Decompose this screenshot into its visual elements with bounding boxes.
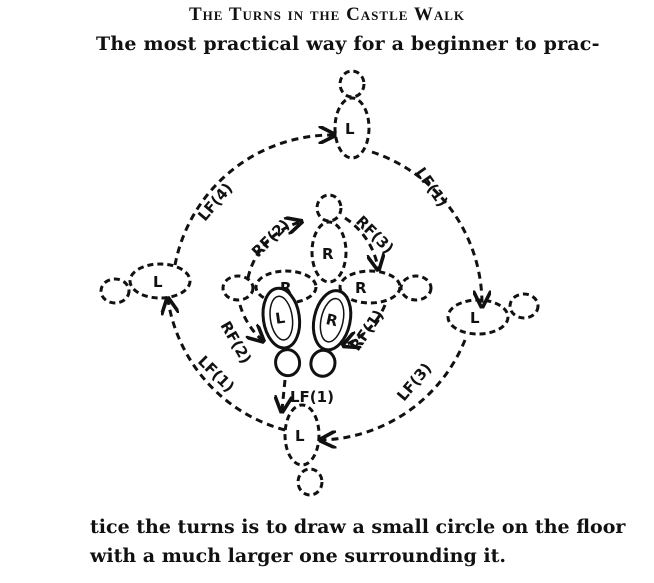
outer-arc-top-left [173, 135, 333, 266]
label-outer-top-right: LF(1) [412, 164, 452, 210]
inner-arc-top-right [344, 216, 378, 268]
body-text-line-2: tice the turns is to draw a small circle… [90, 516, 626, 538]
section-title: The Turns in the Castle Walk [188, 4, 465, 25]
inner-arc-top-left [246, 222, 300, 279]
footprint-solid-right: R [309, 289, 353, 378]
label-inner-left: RF(2) [217, 318, 256, 367]
inner-arc-left [238, 304, 262, 340]
footprint-left: L [99, 262, 192, 305]
footprint-solid-left-letter: L [274, 309, 286, 328]
outer-arc-bottom-right [322, 339, 467, 440]
label-outer-bottom-right: LF(3) [393, 359, 435, 404]
outer-circle-paths [168, 135, 482, 440]
inner-circle-paths [238, 216, 387, 410]
footprint-inner-top: R [310, 193, 348, 284]
footprint-top-letter: L [345, 120, 355, 138]
footprint-inner-right-letter: R [355, 279, 367, 297]
label-inner-top-right: RF(3) [352, 212, 397, 257]
footprint-solid-left: L [261, 286, 302, 378]
body-text-line-3: with a much larger one surrounding it. [90, 545, 507, 567]
footprint-inner-top-letter: R [322, 245, 334, 263]
body-text-line-1: The most practical way for a beginner to… [96, 33, 600, 55]
footprint-left-letter: L [153, 273, 163, 291]
outer-arc-top-right [371, 150, 482, 305]
footprint-solid-right-letter: R [324, 310, 339, 330]
footprint-inner-right: R [338, 269, 433, 305]
footprint-top: L [333, 69, 371, 160]
inner-arc-right [345, 304, 387, 345]
footprint-bottom: L [283, 403, 324, 497]
label-center: LF(1) [290, 388, 334, 406]
label-inner-top-left: RF(2) [248, 216, 293, 261]
center-arrow [282, 379, 285, 410]
outer-arc-bottom-left [168, 300, 286, 432]
footprint-right: L [446, 292, 540, 336]
footprint-bottom-letter: L [295, 427, 305, 445]
footprint-right-letter: L [470, 309, 480, 327]
label-inner-right: RF(1) [347, 306, 388, 354]
